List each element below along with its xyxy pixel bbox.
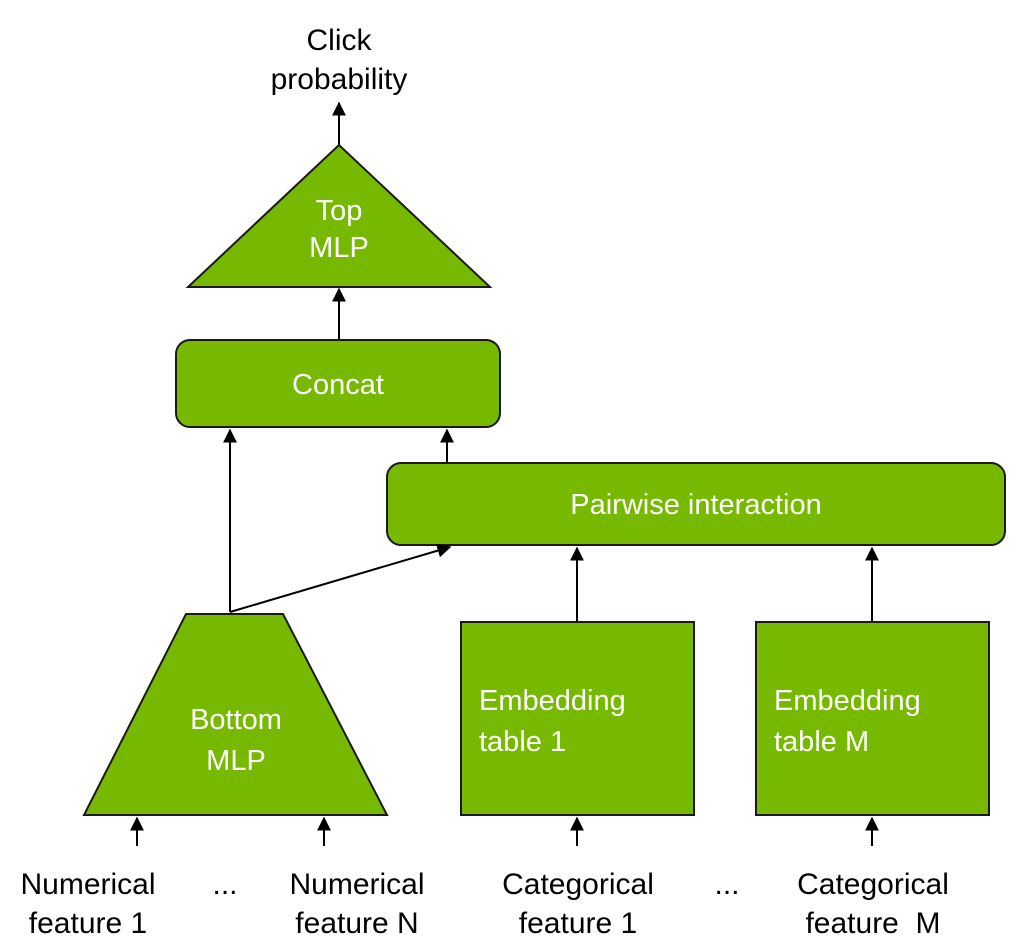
concat-block xyxy=(175,339,501,428)
top-mlp-label-line2: MLP xyxy=(309,232,369,264)
embedding-table-m-label-line1: Embedding xyxy=(774,685,921,717)
concat-label: Concat xyxy=(292,369,384,401)
bottom-mlp-label-line1: Bottom xyxy=(190,704,282,736)
embedding-table-1-block xyxy=(460,621,695,816)
categorical-feature-1-line1: Categorical xyxy=(502,868,654,901)
categorical-feature-1-line2: feature 1 xyxy=(519,907,637,940)
numerical-feature-1-line1: Numerical xyxy=(20,868,155,901)
embedding-table-m-label-line2: table M xyxy=(774,726,869,758)
numerical-feature-1-line2: feature 1 xyxy=(29,907,147,940)
bottom-mlp-label-line2: MLP xyxy=(206,745,266,777)
bottom-mlp-block xyxy=(82,613,389,816)
numerical-feature-n-line1: Numerical xyxy=(289,868,424,901)
categorical-feature-m-line2: feature M xyxy=(805,907,940,940)
output-label-line2: probability xyxy=(271,63,408,96)
embedding-table-m-block xyxy=(755,621,990,816)
top-mlp-label-line1: Top xyxy=(316,195,363,227)
arrow-bottom-mlp-to-pairwise xyxy=(229,543,452,613)
categorical-ellipsis: ... xyxy=(714,868,739,901)
embedding-table-1-label-line2: table 1 xyxy=(479,726,566,758)
numerical-ellipsis: ... xyxy=(212,868,237,901)
pairwise-interaction-label: Pairwise interaction xyxy=(570,489,821,521)
embedding-table-1-label-line1: Embedding xyxy=(479,685,626,717)
pairwise-interaction-block xyxy=(386,462,1006,546)
output-label-line1: Click xyxy=(307,24,373,57)
categorical-feature-m-line1: Categorical xyxy=(797,868,949,901)
numerical-feature-n-line2: feature N xyxy=(295,907,418,940)
top-mlp-block xyxy=(185,143,493,288)
